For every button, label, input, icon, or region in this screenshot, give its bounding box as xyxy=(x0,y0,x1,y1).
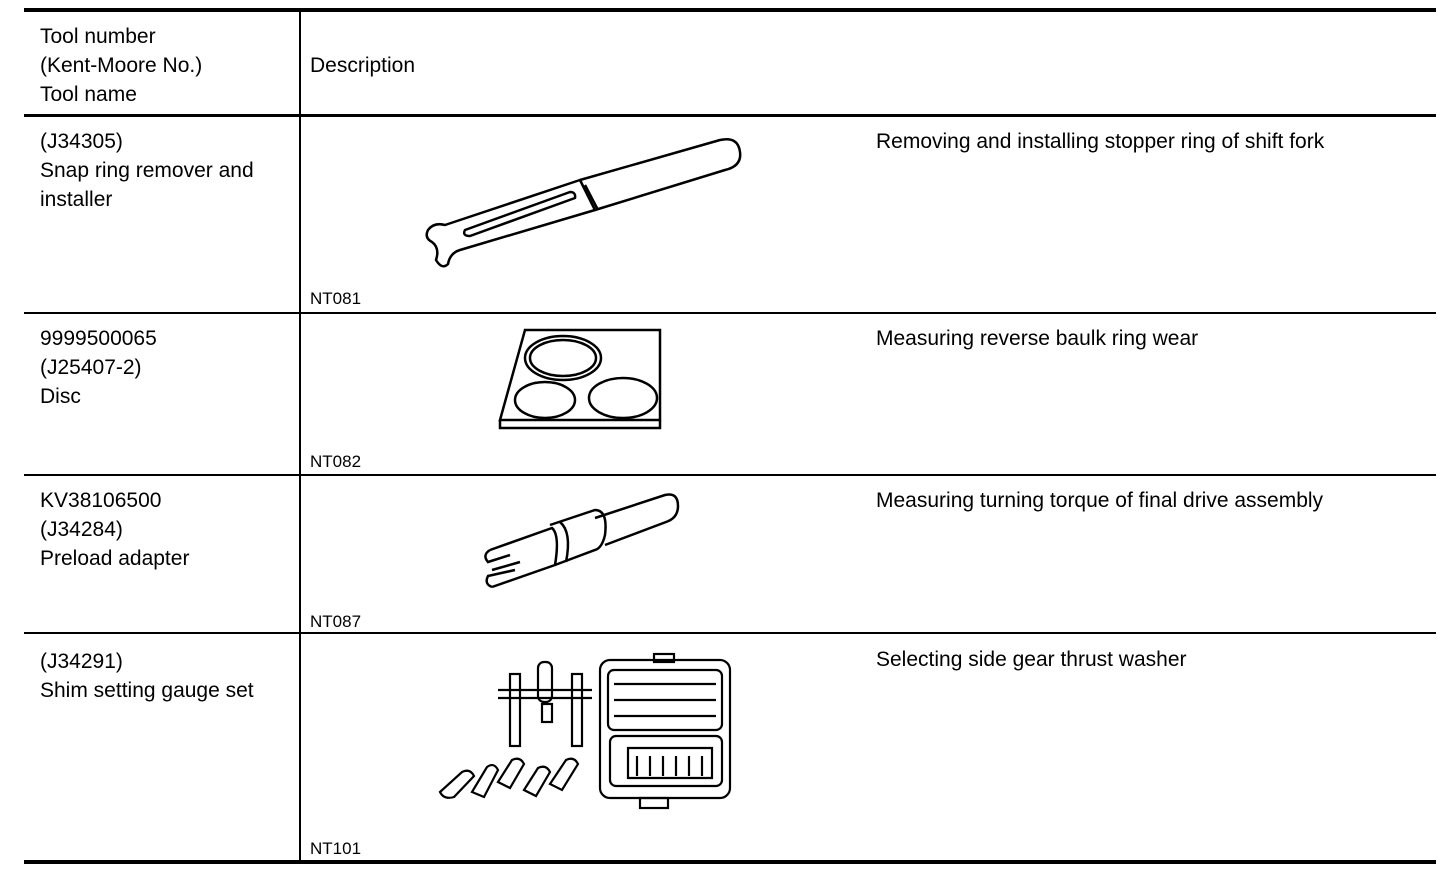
description-cell: Selecting side gear thrust washer xyxy=(876,648,1187,671)
header-description-column: Description xyxy=(310,54,416,77)
figure-code: NT081 xyxy=(310,289,362,308)
description-cell: Measuring turning torque of final drive … xyxy=(876,489,1324,512)
shim-gauge-set-illustration xyxy=(438,652,732,810)
disc-illustration xyxy=(498,328,662,430)
tool-name-cell: KV38106500 (J34284) Preload adapter xyxy=(40,489,190,570)
row-divider xyxy=(24,632,1436,634)
description-cell: Removing and installing stopper ring of … xyxy=(876,130,1325,153)
header-tool-column: Tool number (Kent-Moore No.) Tool name xyxy=(40,25,203,106)
tool-name-cell: (J34291) Shim setting gauge set xyxy=(40,650,254,702)
description-cell: Measuring reverse baulk ring wear xyxy=(876,327,1199,350)
snap-ring-remover-illustration xyxy=(425,138,742,268)
table-top-rule xyxy=(24,8,1436,12)
preload-adapter-illustration xyxy=(484,493,680,589)
figure-code: NT101 xyxy=(310,839,362,858)
header-bottom-rule xyxy=(24,114,1436,117)
figure-code: NT087 xyxy=(310,612,362,631)
column-divider xyxy=(299,10,301,862)
row-divider xyxy=(24,312,1436,314)
table-bottom-rule xyxy=(24,860,1436,864)
tool-name-cell: (J34305) Snap ring remover and installer xyxy=(40,130,254,211)
tool-name-cell: 9999500065 (J25407-2) Disc xyxy=(40,327,157,408)
figure-code: NT082 xyxy=(310,452,362,471)
row-divider xyxy=(24,474,1436,476)
